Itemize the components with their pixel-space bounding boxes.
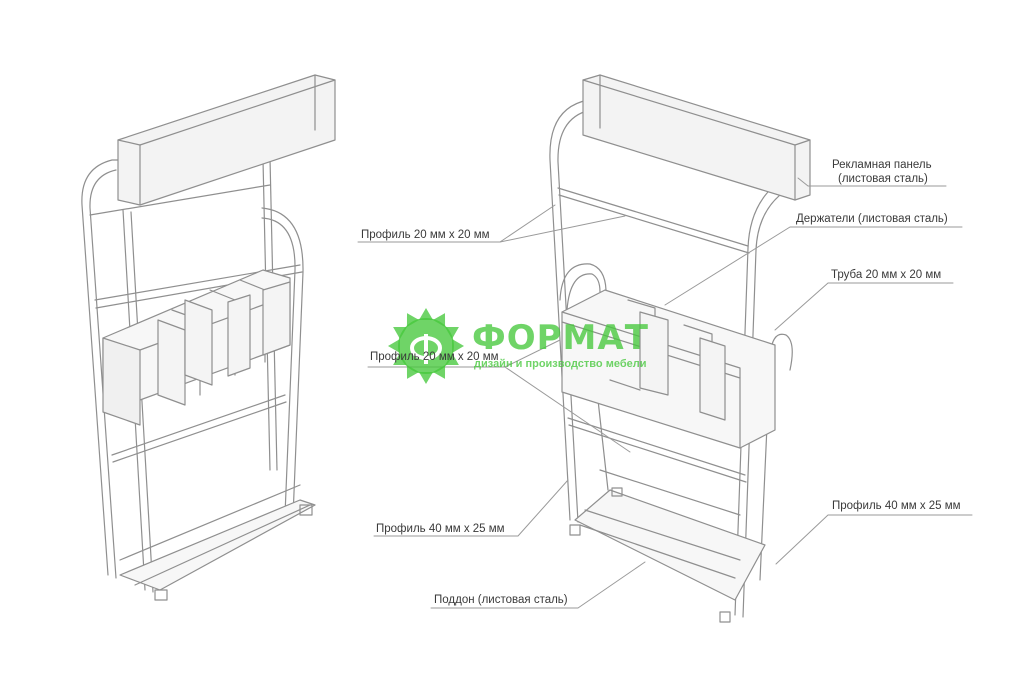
label-ad-panel-line2: (листовая сталь) [838,173,928,185]
label-profile-bottom-right: Профиль 40 мм х 25 мм [832,500,961,512]
label-tube: Труба 20 мм х 20 мм [831,269,942,281]
left-rack [81,74,336,601]
label-profile-middle: Профиль 20 мм х 20 мм [370,351,499,363]
label-tray: Поддон (листовая сталь) [434,594,568,606]
watermark-name: ФОРМАТ [472,318,649,358]
label-profile-top: Профиль 20 мм х 20 мм [361,229,490,241]
watermark-tagline: дизайн и производство мебели [474,358,647,370]
leader-lines [357,177,973,609]
label-holders: Держатели (листовая сталь) [796,213,948,225]
label-ad-panel-line1: Рекламная панель [832,159,932,171]
saw-blade-logo-icon [388,308,464,384]
right-rack [549,74,811,623]
label-profile-bottom-left: Профиль 40 мм х 25 мм [376,523,505,535]
